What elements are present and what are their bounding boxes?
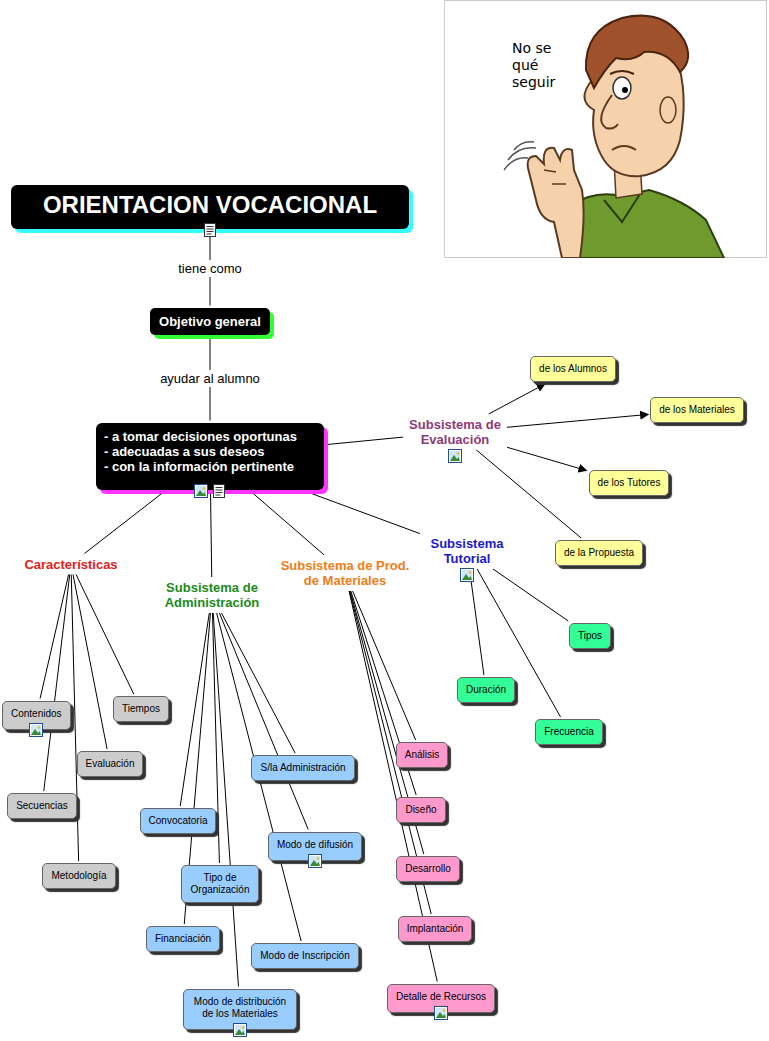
node-text: Objetivo general [159, 314, 261, 329]
node-text: - adecuadas a sus deseos [104, 444, 316, 459]
connector [489, 384, 545, 414]
document-icon [212, 484, 226, 498]
concept-box: de los Tutores [589, 470, 670, 496]
node-text: Subsistema de Prod. de Materiales [272, 558, 418, 588]
concept-box: Tipos [569, 623, 611, 649]
concept-box: Secuencias [7, 793, 77, 819]
connector [469, 569, 483, 675]
concept-label: Subsistema de Evaluación [405, 416, 505, 448]
image-icon [308, 854, 322, 868]
node-text: Financiación [155, 933, 211, 945]
connector [353, 591, 416, 740]
concept-box: Frecuencia [535, 719, 602, 745]
image-icon [233, 1023, 247, 1037]
connector [180, 613, 209, 806]
concept-box: Desarrollo [396, 856, 460, 882]
speech-text: No se qué seguir [512, 40, 564, 91]
node-text: Subsistema de Administración [155, 580, 269, 610]
node-text: Contenidos [11, 708, 62, 720]
node-text: - con la información pertinente [104, 459, 316, 474]
concept-box: Convocatoria [140, 808, 217, 834]
node-text: Subsistema Tutorial [424, 536, 510, 566]
node-text: Modo de Inscripción [260, 950, 350, 962]
connector [251, 492, 324, 556]
node-text: Secuencias [16, 800, 68, 812]
connector [73, 575, 107, 750]
concept-box: Modo de difusión [268, 832, 362, 861]
connector [40, 575, 68, 699]
cartoon-illustration [444, 0, 767, 258]
node-text: Convocatoria [149, 815, 208, 827]
connector [507, 447, 587, 470]
node-text: Frecuencia [544, 726, 593, 738]
node-text: Subsistema de Evaluación [407, 417, 503, 447]
concept-box: Evaluación [77, 751, 144, 777]
node-text: Duración [466, 684, 506, 696]
node-text: S/la Administración [260, 762, 345, 774]
concept-box-dark: - a tomar decisiones oportunas- adecuada… [96, 423, 324, 490]
node-text: Implantación [407, 923, 464, 935]
node-text: Evaluación [86, 758, 135, 770]
node-text: de la Propuesta [564, 547, 634, 559]
concept-box: S/la Administración [251, 755, 354, 781]
node-text: Características [24, 557, 117, 572]
node-text: Metodología [51, 870, 106, 882]
concept-box: Diseño [396, 797, 445, 823]
concept-box: Implantación [398, 916, 473, 942]
image-icon [194, 484, 208, 498]
concept-box: de los Materiales [650, 397, 744, 423]
connector [306, 492, 420, 534]
node-text: Tipo de Organización [190, 872, 250, 896]
connector [493, 569, 568, 621]
node-text: Tiempos [122, 703, 160, 715]
title-box: ORIENTACION VOCACIONAL [11, 185, 409, 229]
node-text: Modo de distribución de los Materiales [192, 996, 288, 1020]
node-text: Tipos [578, 630, 602, 642]
concept-box: Duración [457, 677, 515, 703]
node-text: Modo de difusión [277, 839, 353, 851]
concept-label: Características [22, 556, 119, 573]
connector [85, 492, 165, 554]
connector [507, 414, 648, 427]
concept-box: Modo de distribución de los Materiales [183, 989, 297, 1030]
node-text: Diseño [405, 804, 436, 816]
image-icon [434, 1006, 448, 1020]
concept-label: Subsistema de Administración [153, 579, 271, 611]
concept-box: de los Alumnos [530, 356, 616, 382]
concept-box: Análisis [396, 742, 448, 768]
node-text: - a tomar decisiones oportunas [104, 429, 316, 444]
node-text: Desarrollo [405, 863, 451, 875]
connector [211, 492, 212, 578]
node-text: ORIENTACION VOCACIONAL [19, 191, 401, 219]
node-text: de los Tutores [598, 477, 661, 489]
node-text: Detalle de Recursos [396, 991, 486, 1003]
concept-box: Detalle de Recursos [387, 984, 495, 1013]
connector [476, 450, 581, 538]
concept-box: Tiempos [113, 696, 169, 722]
connector [326, 437, 403, 445]
concept-label: Subsistema de Prod. de Materiales [270, 557, 420, 589]
concept-box: Contenidos [2, 701, 71, 730]
node-text: de los Alumnos [539, 363, 607, 375]
edge-label: tiene como [175, 260, 245, 277]
image-icon [448, 449, 462, 463]
node-text: de los Materiales [659, 404, 735, 416]
connector [44, 575, 70, 792]
image-icon [29, 723, 43, 737]
concept-box-dark: Objetivo general [150, 308, 270, 335]
image-icon [460, 568, 474, 582]
connector [221, 613, 295, 753]
concept-box: Metodología [42, 863, 115, 889]
node-text: Análisis [405, 749, 439, 761]
document-icon [203, 223, 217, 237]
concept-box: Tipo de Organización [181, 865, 259, 903]
concept-box: de la Propuesta [555, 540, 643, 566]
concept-box: Modo de Inscripción [251, 943, 359, 969]
concept-label: Subsistema Tutorial [422, 535, 512, 567]
edge-label: ayudar al alumno [157, 370, 263, 387]
concept-box: Financiación [146, 926, 220, 952]
